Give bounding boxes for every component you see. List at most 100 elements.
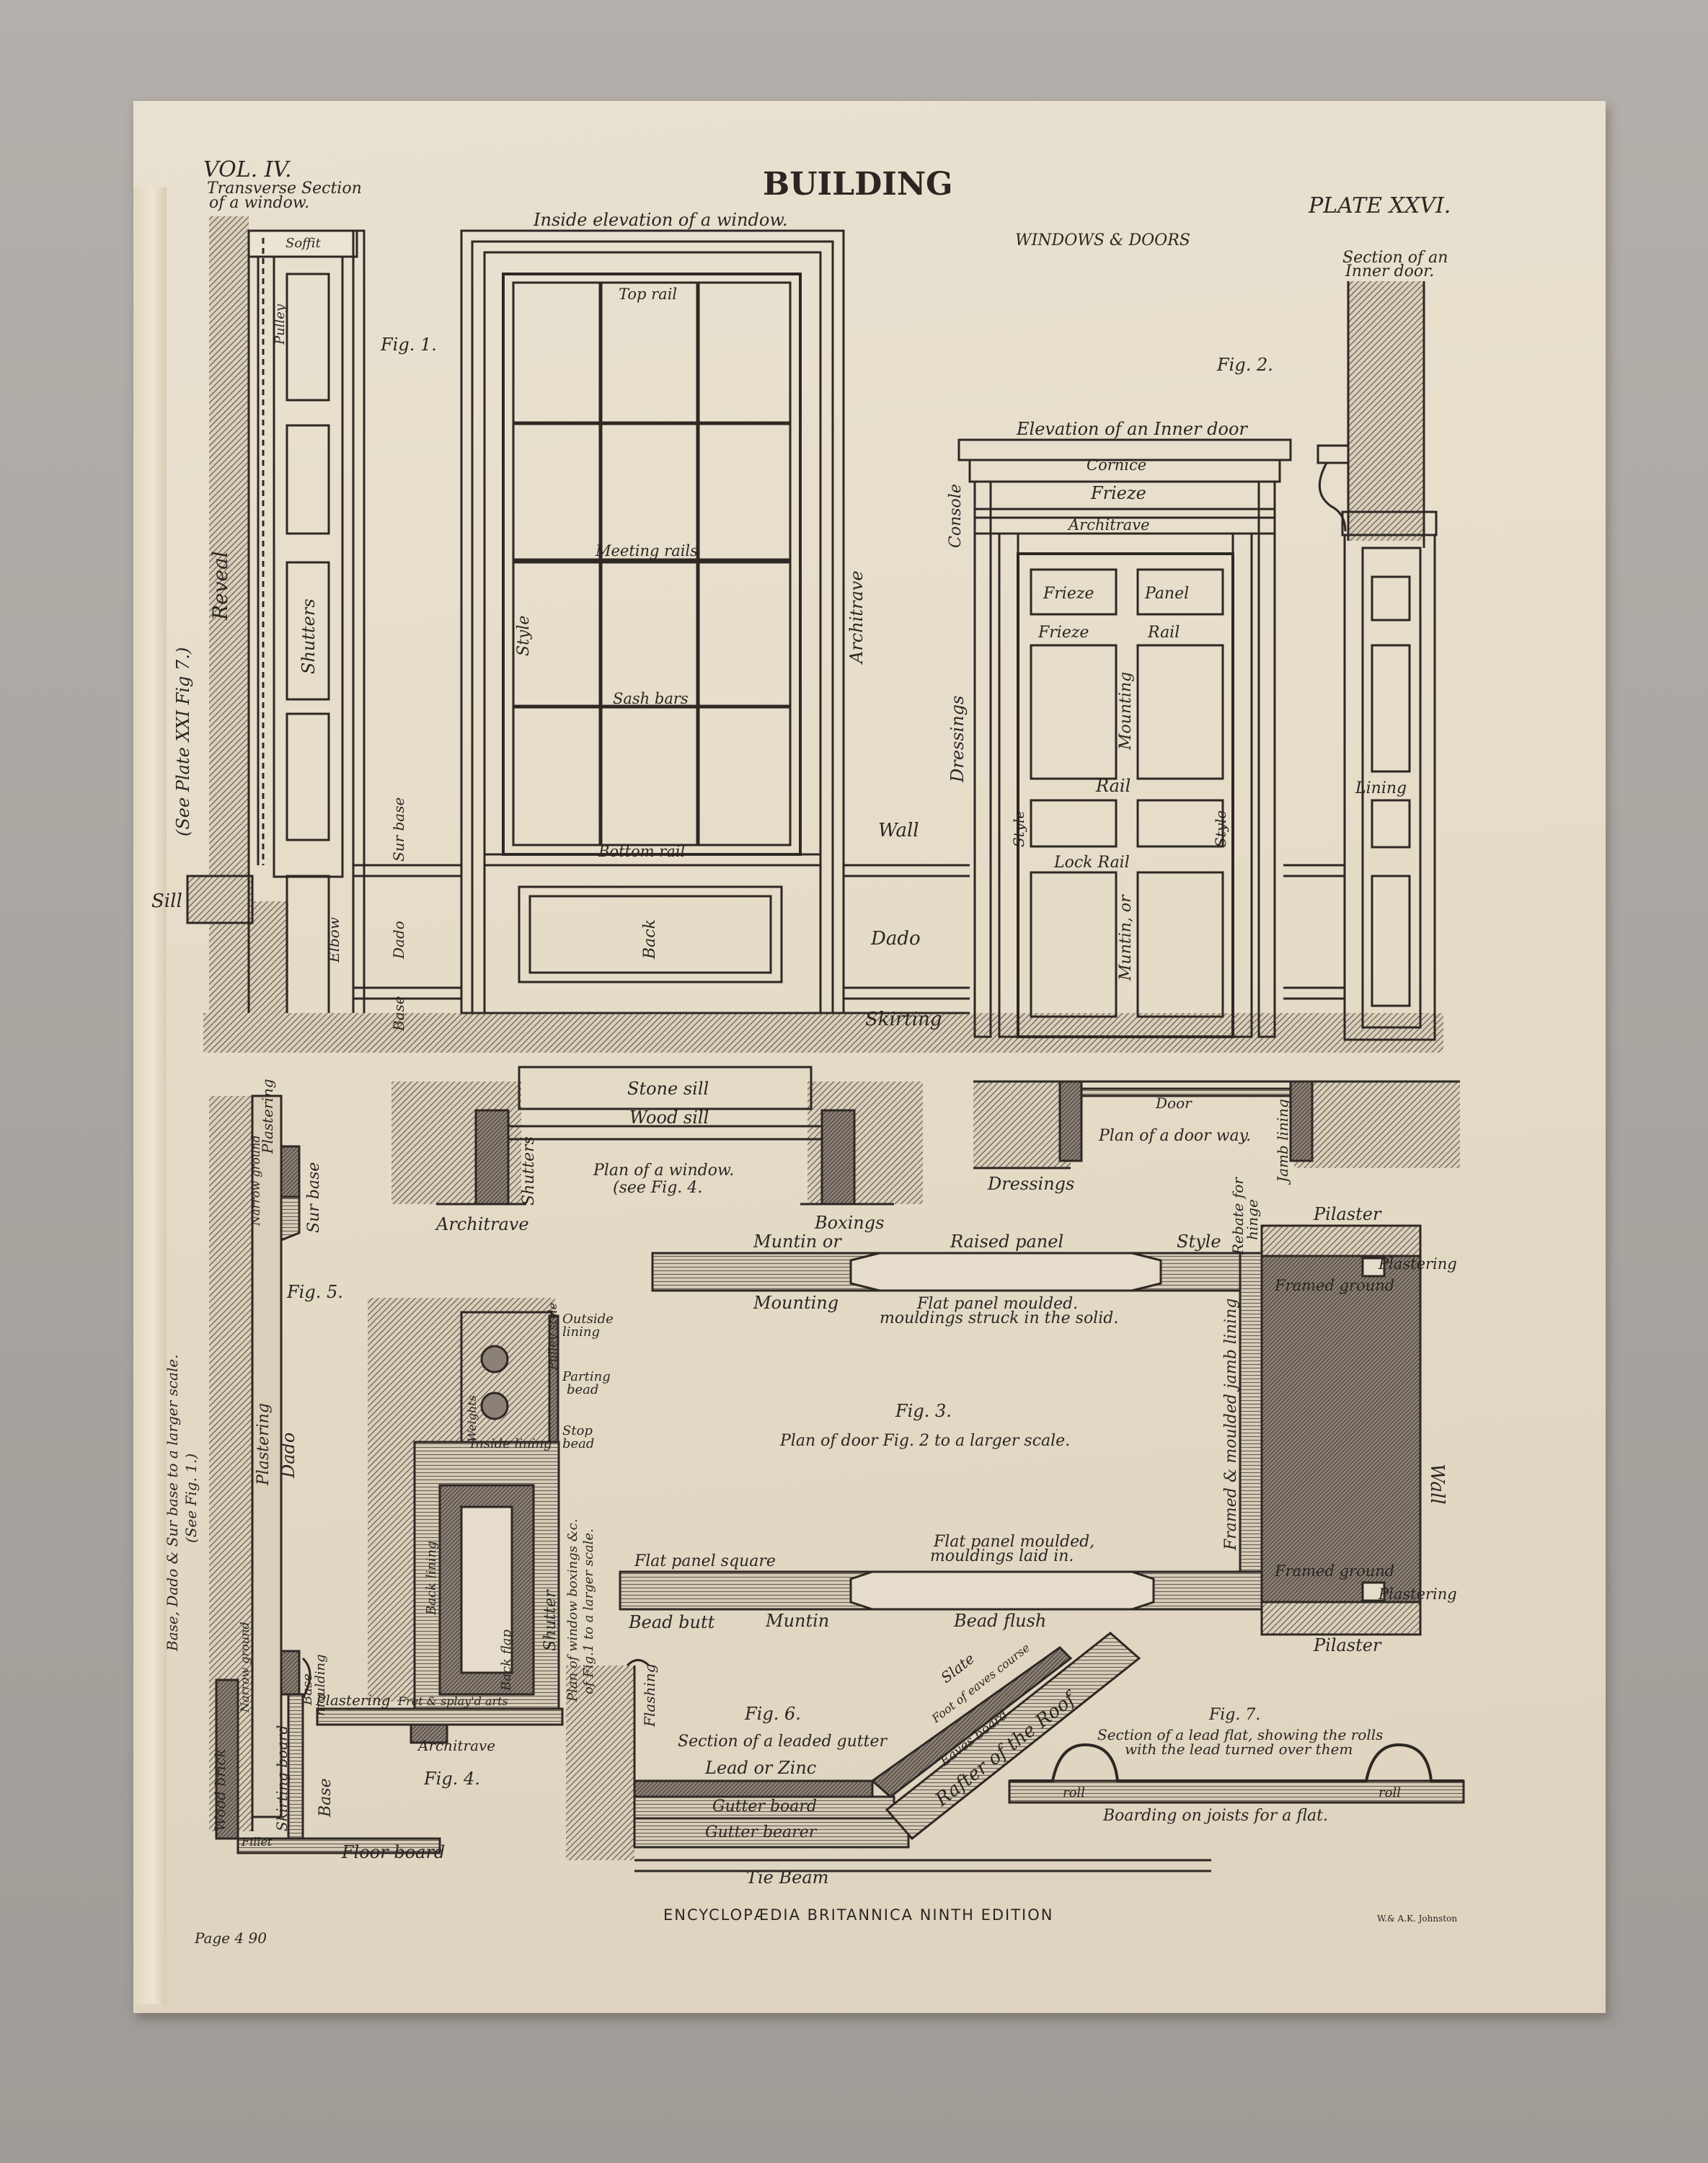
fig7-caption-1: Section of a lead flat, showing the roll… <box>1097 1726 1383 1743</box>
frieze-top-label: Frieze <box>1090 483 1146 503</box>
volume-label: VOL. IV. <box>203 157 292 182</box>
window-boxings-plan <box>316 1298 564 1744</box>
fig5-dado-label: Dado <box>278 1433 298 1479</box>
sill-label: Sill <box>151 890 182 912</box>
narrow-ground-bottom: Narrow ground <box>238 1622 252 1713</box>
pulley-style-label: Pulley style <box>546 1303 559 1371</box>
lining-label: Lining <box>1355 779 1407 797</box>
jamb-lining-label: Jamb lining <box>1274 1099 1291 1185</box>
style-right-label: Style <box>1212 810 1229 847</box>
frieze-rail-label-b: Rail <box>1147 624 1180 642</box>
window-elevation <box>460 229 845 1014</box>
flat-panel-laid-2: mouldings laid in. <box>930 1547 1074 1565</box>
fig5-sur-base-label: Sur base <box>305 1162 323 1233</box>
base-label-vertical: Base <box>390 996 407 1032</box>
pilaster-top-label: Pilaster <box>1313 1204 1382 1224</box>
window-plan-title-1: Plan of a window. <box>593 1162 734 1180</box>
plastering-bottom-label: Plastering <box>1378 1585 1457 1603</box>
inner-door-elevation <box>957 438 1292 1038</box>
weights-label: Weights <box>465 1395 479 1442</box>
fig5-label: Fig. 5. <box>286 1282 343 1302</box>
stop-bead-1: Stop <box>562 1423 593 1438</box>
lead-flat-section <box>1008 1743 1465 1804</box>
fig5-caption-2: (See Fig. 1.) <box>182 1454 200 1543</box>
plate-subtitle: WINDOWS & DOORS <box>1015 231 1190 249</box>
fig5-caption-1: Base, Dado & Sur base to a larger scale. <box>164 1354 181 1652</box>
fig5-plastering-label: Plastering <box>255 1403 273 1486</box>
parting-bead-2: bead <box>567 1382 598 1397</box>
wall-label: Wall <box>878 820 919 841</box>
bead-butt-label: Bead butt <box>628 1612 715 1632</box>
pilaster-bottom-label: Pilaster <box>1313 1635 1382 1655</box>
fig6-caption: Section of a leaded gutter <box>678 1733 888 1751</box>
fig1-labels: Transverse Section of a window. Inside e… <box>151 180 942 1032</box>
elbow-label: Elbow <box>325 917 342 963</box>
parting-bead-1: Parting <box>562 1369 611 1384</box>
fig5-labels: Plastering Narrow ground Sur base Fig. 5… <box>164 1079 445 1862</box>
boxings-label: Boxings <box>814 1213 884 1233</box>
console-label: Console <box>947 484 965 548</box>
plate-headings: VOL. IV. BUILDING PLATE XXVI. WINDOWS & … <box>194 157 1457 1947</box>
door-section-title-2: Inner door. <box>1345 262 1434 280</box>
meeting-rails-label: Meeting rails <box>595 542 698 559</box>
fillet-label: Fillet <box>241 1835 273 1849</box>
plate-title: BUILDING <box>763 166 953 203</box>
plan-shutters-label: Shutters <box>520 1136 538 1206</box>
muntin-or-label: Muntin or <box>753 1231 842 1252</box>
skirting-board-label: Skirting board <box>273 1725 291 1831</box>
stop-bead-2: bead <box>562 1436 594 1451</box>
leaded-gutter-section <box>566 1632 1211 1872</box>
fig7-label: Fig. 7. <box>1208 1706 1260 1724</box>
wood-sill-label: Wood sill <box>629 1107 709 1128</box>
fig3-caption: Plan of door Fig. 2 to a larger scale. <box>779 1432 1070 1450</box>
fig4-architrave-label: Architrave <box>417 1737 495 1754</box>
door-section-title-1: Section of an <box>1342 249 1448 267</box>
boxings-caption-1: Plan of window boxings &c. <box>565 1518 580 1702</box>
gutter-bearer-label: Gutter bearer <box>705 1823 818 1841</box>
base-moulding-1: Base <box>300 1673 315 1706</box>
window-plan-title-2: (see Fig. 4. <box>613 1179 702 1197</box>
gutter-board-label: Gutter board <box>712 1797 817 1815</box>
fig5-base-label: Base <box>317 1778 335 1818</box>
roll-left-label: roll <box>1063 1785 1085 1800</box>
fig2-label: Fig. 2. <box>1216 355 1273 375</box>
muntin-label: Muntin, or <box>1117 894 1135 981</box>
inner-door-section <box>1317 281 1438 1041</box>
plan-architrave-label: Architrave <box>435 1214 529 1234</box>
architrave-label: Architrave <box>846 570 867 665</box>
binding-edge <box>133 187 167 2004</box>
fig4-plastering-label: Plastering <box>315 1691 391 1709</box>
door-elevation-title: Elevation of an Inner door <box>1016 419 1248 439</box>
fig4-labels: Outside lining Pulley style Parting bead… <box>315 1303 614 1789</box>
outside-lining-2: lining <box>562 1324 600 1340</box>
dado-label-vertical: Dado <box>390 921 407 960</box>
top-rail-label: Top rail <box>619 286 677 303</box>
floor-board-label: Floor board <box>341 1842 445 1862</box>
door-plan-large <box>619 1224 1422 1636</box>
engraver-credit: W.& A.K. Johnston <box>1377 1914 1457 1924</box>
fig4-label: Fig. 4. <box>423 1769 480 1789</box>
roll-right-label: roll <box>1379 1785 1401 1800</box>
framed-jamb-label: Framed & moulded jamb lining <box>1222 1299 1240 1551</box>
dado-section <box>209 1094 441 1854</box>
fig7-labels: Fig. 7. Section of a lead flat, showing … <box>1063 1706 1401 1825</box>
back-lining-label: Back lining <box>424 1541 439 1616</box>
sash-bars-label: Sash bars <box>613 690 689 707</box>
plastering-top-label: Plastering <box>1378 1255 1457 1273</box>
page-number: Page 4 90 <box>194 1929 267 1947</box>
raised-panel-label: Raised panel <box>950 1231 1063 1252</box>
outside-lining-1: Outside <box>562 1311 614 1327</box>
bottom-rail-label: Bottom rail <box>598 843 685 860</box>
pulley-label: Pulley <box>273 304 288 345</box>
sur-base-label: Sur base <box>390 797 407 862</box>
see-plate-note: (See Plate XXI Fig 7.) <box>173 647 193 836</box>
back-flap-label: Back flap <box>499 1629 514 1691</box>
transverse-title-2: of a window. <box>209 194 309 212</box>
door-architrave-label: Architrave <box>1067 516 1150 534</box>
doorway-plan <box>973 1080 1460 1169</box>
framed-ground-top-label: Framed ground <box>1274 1277 1394 1294</box>
fret-label: Fret & splay'd arts <box>397 1694 508 1708</box>
flat-panel-solid-1: Flat panel moulded. <box>916 1295 1078 1313</box>
fig3-muntin-label: Muntin <box>765 1611 829 1631</box>
